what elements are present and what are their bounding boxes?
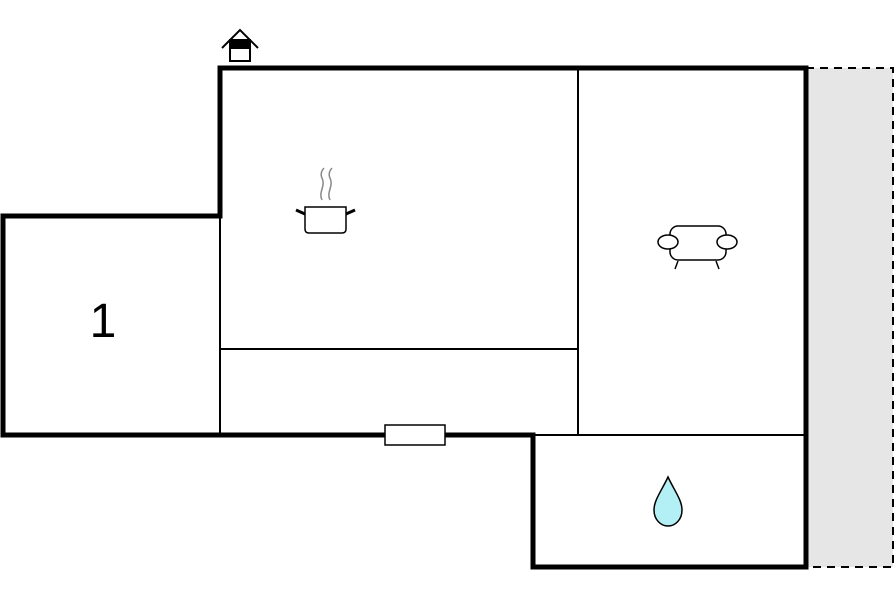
window-icon [384, 424, 446, 446]
sofa-icon [657, 225, 738, 270]
water-drop-icon [653, 475, 683, 527]
house-entrance-icon [221, 28, 259, 62]
cooking-pot-icon [295, 167, 356, 234]
terrace-dashed-border [806, 67, 894, 568]
terrace-area [806, 67, 894, 568]
exterior-wall [0, 65, 809, 570]
terrace-fill [806, 68, 893, 567]
interior-walls [219, 68, 806, 436]
room-label-bedroom: 1 [90, 295, 117, 348]
